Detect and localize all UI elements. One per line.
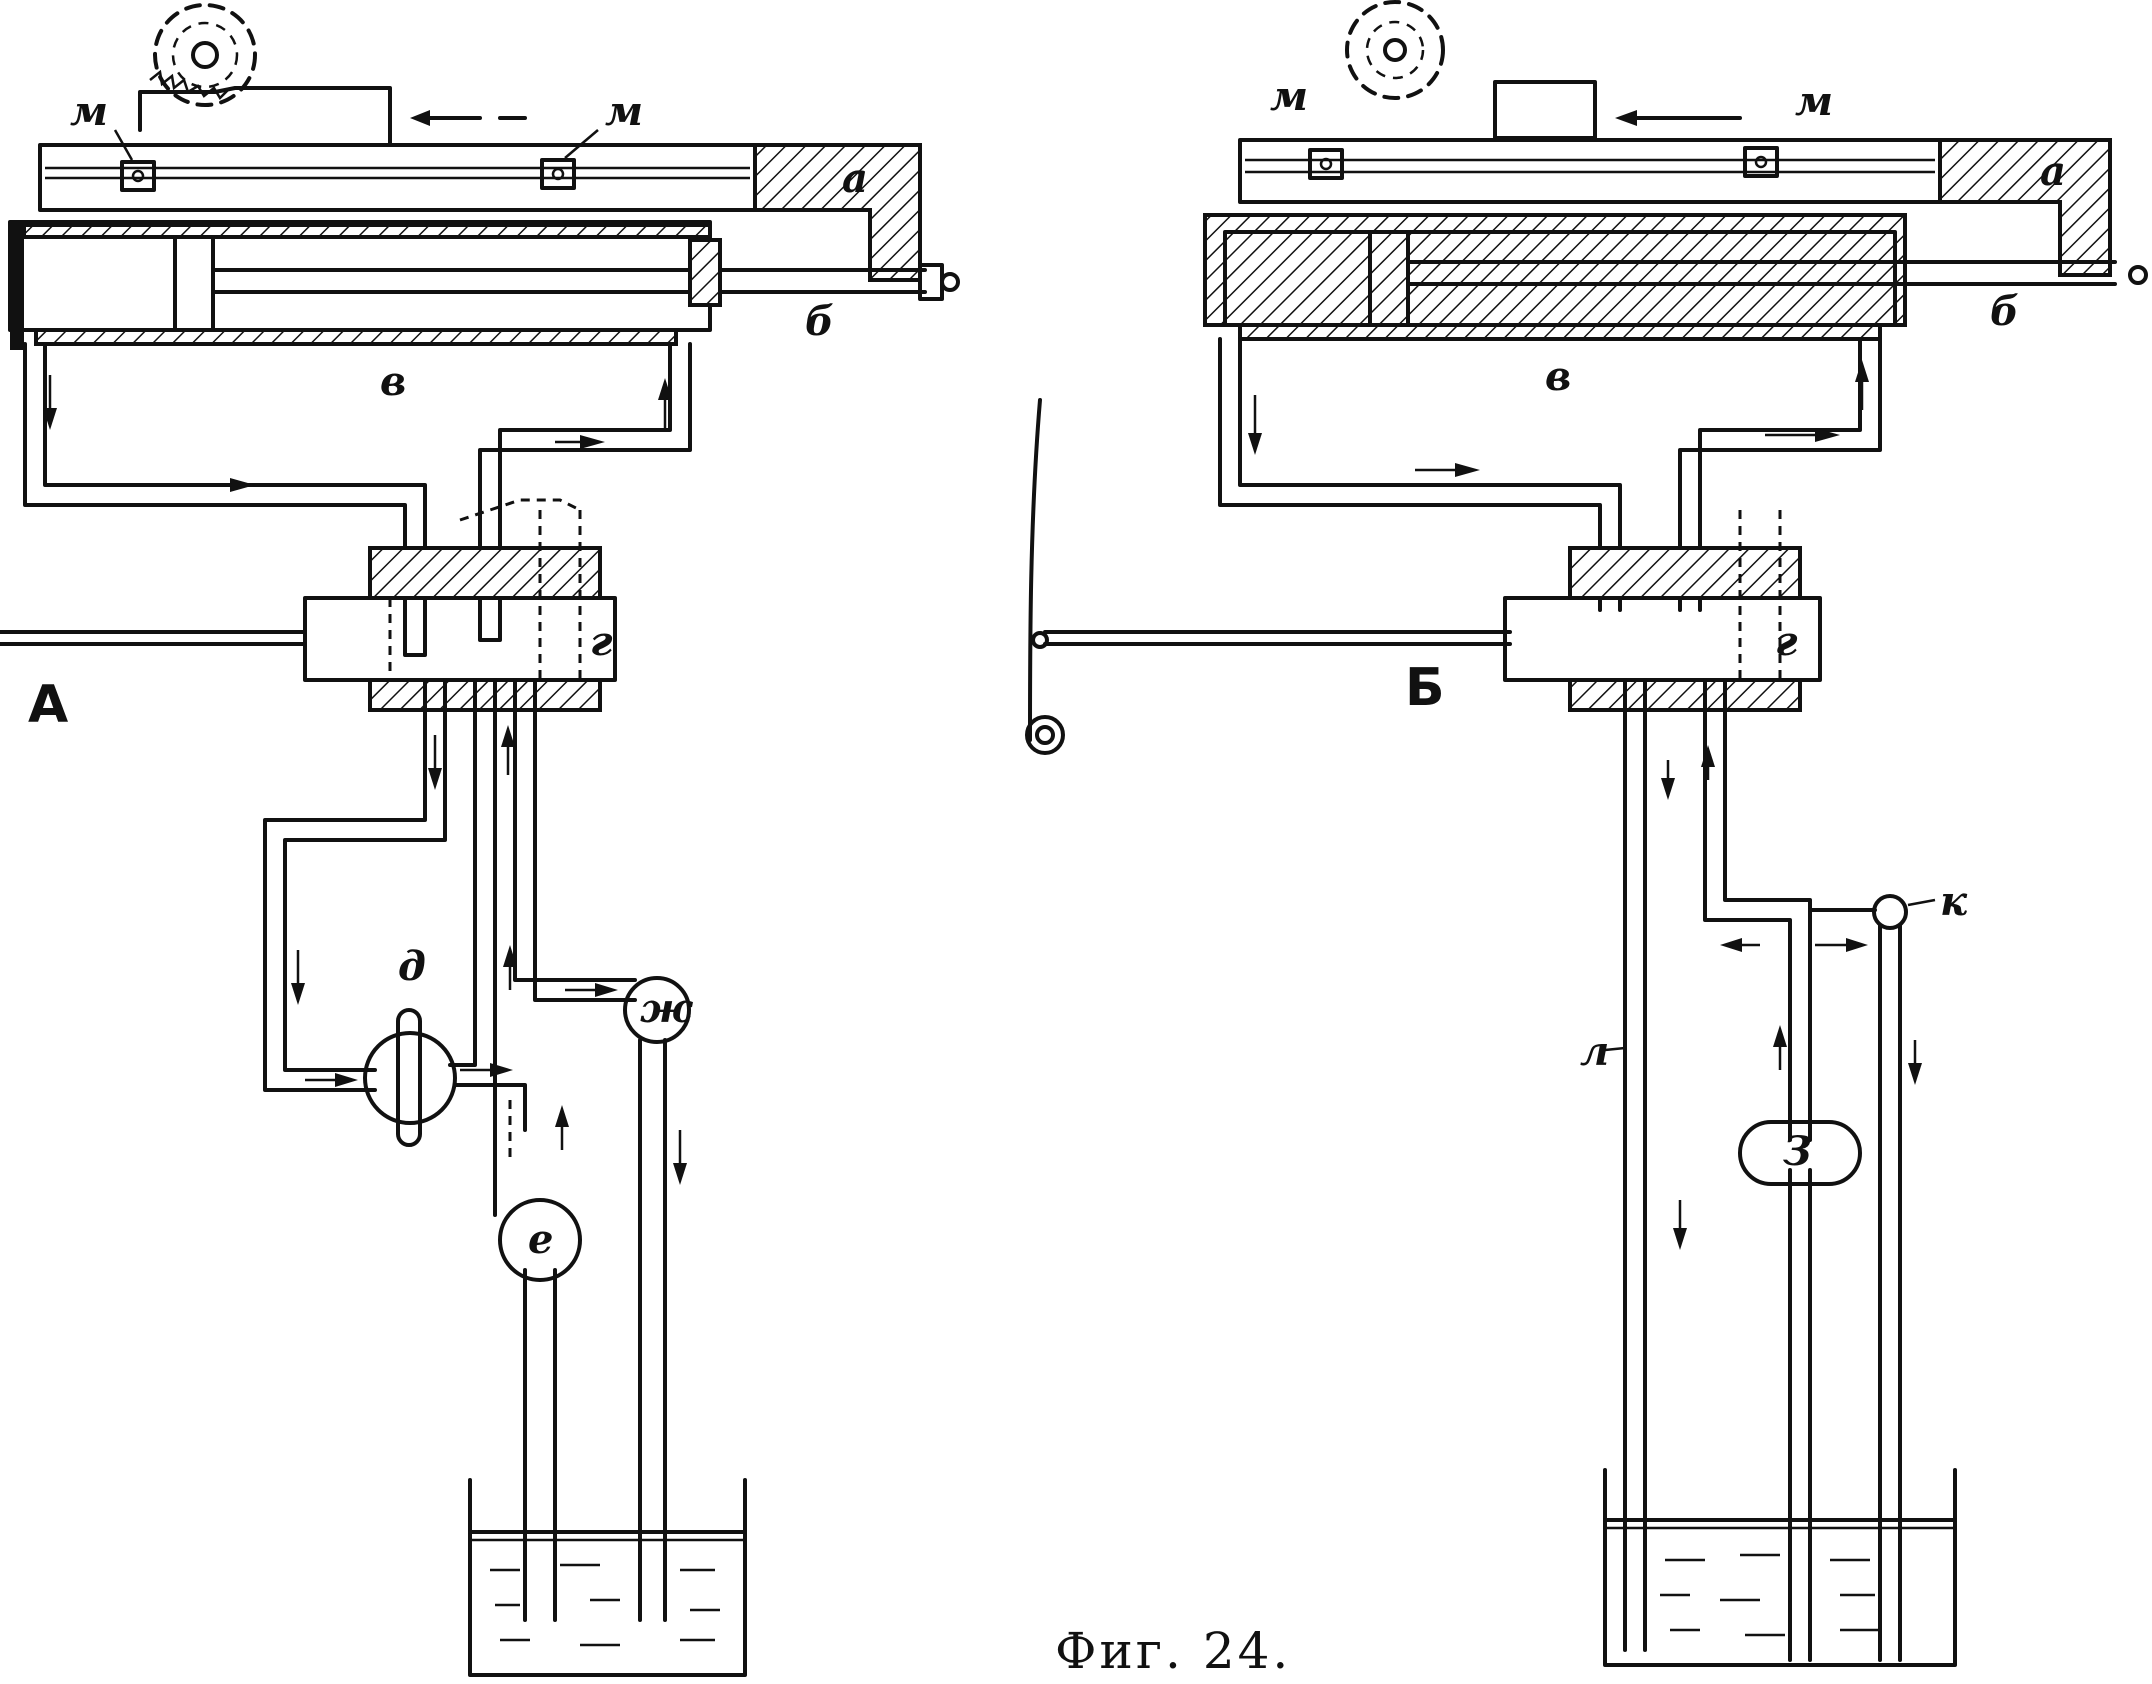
- label-zh: ж: [640, 985, 693, 1032]
- label-g: г: [1775, 618, 1798, 665]
- pump-z: [1738, 1120, 1862, 1186]
- pump-e: [498, 1198, 582, 1282]
- label-v: в: [380, 358, 406, 405]
- flow-arrows-lower: [291, 725, 687, 1185]
- label-d: д: [398, 943, 426, 990]
- control-lever[interactable]: [1025, 398, 1512, 755]
- saw-blade-icon: [149, 3, 257, 107]
- piston: [173, 235, 215, 332]
- bracket-a: [1938, 138, 2112, 277]
- label-v: в: [1545, 353, 1571, 400]
- relief-valve-k: [1872, 894, 1908, 930]
- label-k: к: [1940, 878, 1968, 925]
- feed-arrow-icon: [1615, 110, 1742, 126]
- panel-b-title: Б: [1405, 658, 1445, 718]
- oil-tank-b: [1603, 1468, 1957, 1667]
- workpiece: [1493, 80, 1597, 140]
- label-g: г: [590, 618, 613, 665]
- label-m2: м: [1795, 78, 1833, 125]
- figure-caption: Фиг. 24.: [1055, 1622, 1291, 1680]
- control-valve-g: [0, 510, 617, 712]
- saw-blade-icon: [1345, 0, 1445, 100]
- panel-a: м м а б в г д е ж А: [0, 3, 960, 1677]
- stop-m2: [540, 158, 576, 190]
- stop-m1: [120, 160, 156, 192]
- label-b: б: [805, 298, 834, 345]
- label-e: е: [528, 1216, 553, 1263]
- label-m1: м: [1270, 73, 1308, 120]
- flow-arrows-lower: [1661, 745, 1922, 1250]
- flow-arrows-upper: [43, 375, 672, 492]
- workpiece: [138, 86, 392, 147]
- flow-arrows-upper: [1248, 360, 1869, 477]
- label-a: а: [2040, 148, 2066, 195]
- label-a: а: [842, 155, 868, 202]
- panel-a-title: А: [28, 675, 68, 735]
- stop-m1: [1308, 148, 1344, 180]
- relief-valve-zh: [623, 976, 691, 1044]
- panel-b: м м а б в г З к л Б: [1025, 0, 2148, 1667]
- piston: [1368, 230, 1410, 327]
- label-l: л: [1580, 1028, 1609, 1075]
- label-b: б: [1990, 288, 2019, 335]
- oil-tank-a: [468, 1478, 747, 1677]
- throttle-d: [363, 1008, 457, 1147]
- label-z: З: [1783, 1128, 1812, 1175]
- label-m2: м: [605, 88, 643, 135]
- control-valve-g: [1503, 510, 1822, 712]
- feed-arrow-icon: [410, 110, 527, 126]
- stop-m2: [1743, 146, 1779, 178]
- label-m1: м: [70, 88, 108, 135]
- bracket-a: [753, 143, 922, 282]
